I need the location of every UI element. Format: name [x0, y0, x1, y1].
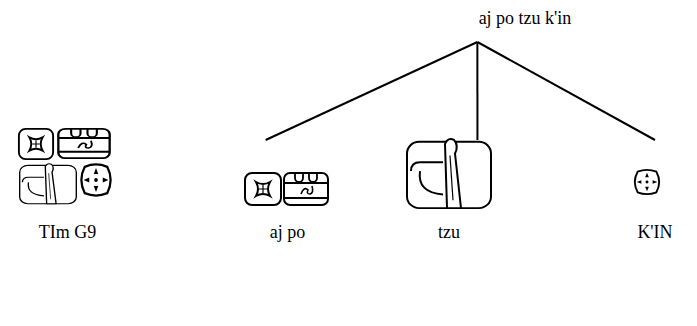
glyph-part: aj po: [240, 140, 335, 246]
kin-sign: [635, 170, 659, 194]
connector-line: [476, 42, 478, 140]
glyph-caption: aj po: [270, 222, 306, 242]
aj-sign: [19, 129, 53, 159]
glyph-caption: K'IN: [637, 222, 672, 242]
glyph-caption: aj po tzu k'in: [479, 8, 572, 28]
po-sign: [284, 173, 328, 205]
glyph-caption: tzu: [438, 222, 460, 242]
tzu-sign: [20, 164, 77, 204]
reading-label: aj po tzu k'in: [440, 4, 610, 42]
kin-sign: [81, 164, 110, 195]
glyph-part: K'IN: [625, 140, 685, 246]
connector-line: [266, 42, 478, 140]
aj-sign: [245, 173, 281, 205]
connector-line: [477, 42, 655, 140]
po-sign: [58, 129, 109, 158]
glyph-part: tzu: [400, 140, 498, 246]
glyph-caption: TIm G9: [39, 222, 97, 242]
glyph-block: TIm G9: [15, 122, 120, 246]
tzu-sign: [407, 139, 491, 208]
